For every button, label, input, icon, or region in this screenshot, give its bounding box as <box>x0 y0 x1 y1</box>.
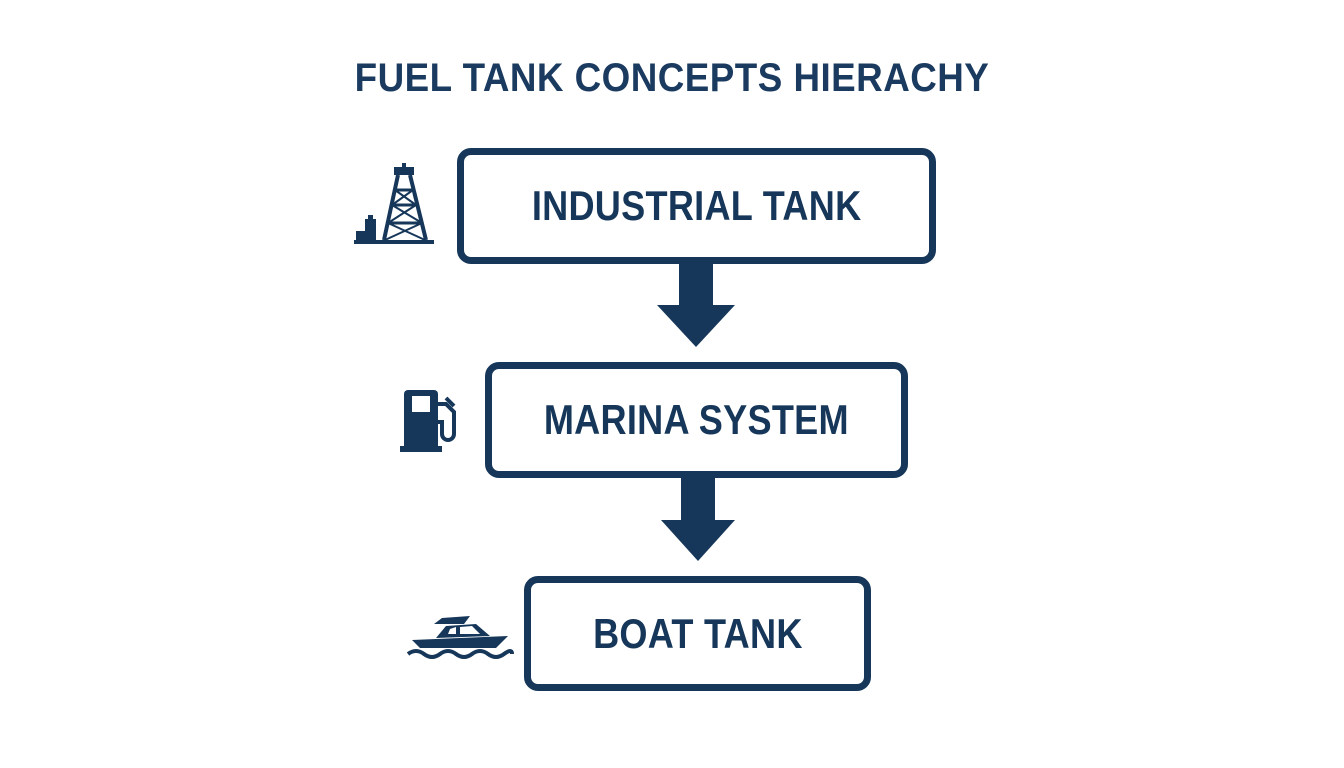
oil-derrick-icon <box>352 163 436 247</box>
node-marina-system: MARINA SYSTEM <box>485 362 908 478</box>
fuel-pump-icon <box>396 384 468 456</box>
diagram-title: FUEL TANK CONCEPTS HIERACHY <box>354 56 990 100</box>
node-label: BOAT TANK <box>592 609 803 657</box>
arrow-industrial-to-marina <box>655 263 737 348</box>
node-boat-tank: BOAT TANK <box>524 576 871 691</box>
node-industrial-tank: INDUSTRIAL TANK <box>457 148 936 264</box>
boat-icon <box>404 610 516 662</box>
node-label: INDUSTRIAL TANK <box>531 182 862 229</box>
arrow-marina-to-boat <box>659 476 737 562</box>
node-label: MARINA SYSTEM <box>543 396 850 443</box>
